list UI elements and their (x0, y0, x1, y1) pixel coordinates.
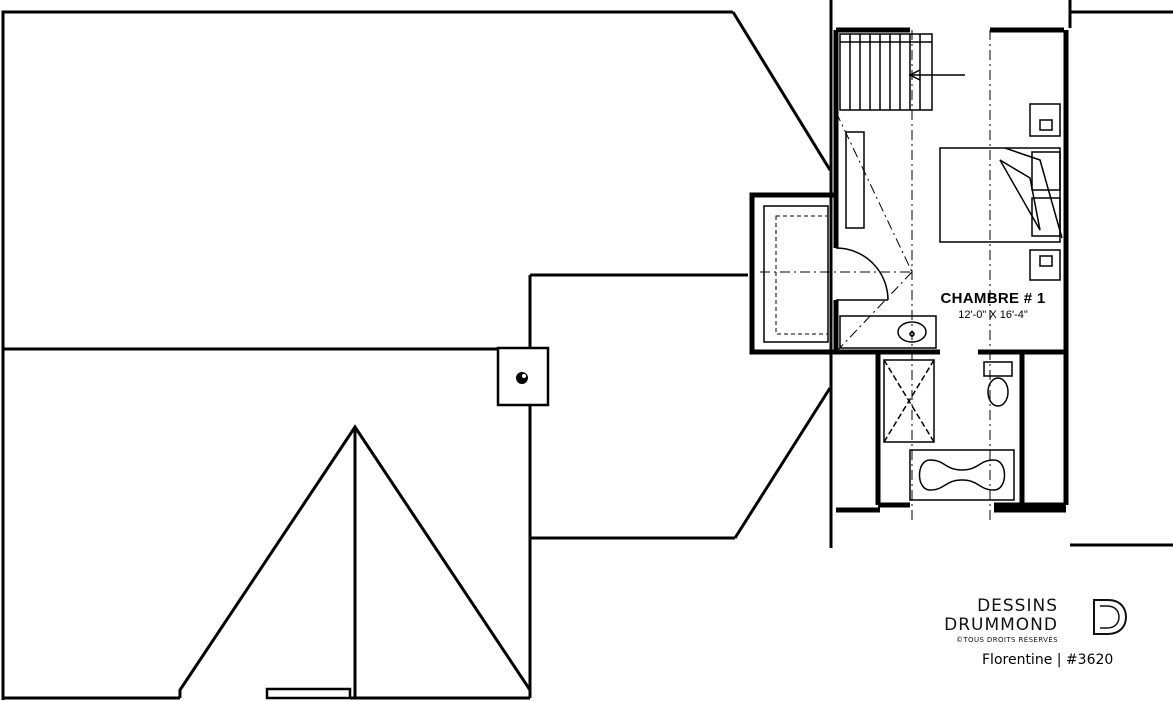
plan-reference: Florentine | #3620 (982, 652, 1114, 668)
brand-copyright: ©TOUS DROITS RÉSERVÉS (955, 636, 1058, 644)
room-label-chambre: CHAMBRE # 1 12'-0" X 16'-4" (908, 290, 1078, 321)
staircase (839, 33, 965, 111)
room-dimensions: 12'-0" X 16'-4" (958, 309, 1028, 321)
bathtub (909, 449, 1015, 501)
door-swing (835, 247, 889, 301)
bed (939, 147, 1063, 243)
roof-gable-triangle (178, 424, 532, 700)
dormer-dashed-lines (760, 30, 991, 520)
toilet (983, 361, 1013, 407)
chimney (496, 346, 550, 407)
shelf (845, 131, 865, 229)
shower (883, 359, 935, 443)
roof-outline-left (1, 10, 748, 700)
brand-line1: DESSINS (977, 596, 1058, 616)
roof-hip-lines (731, 11, 832, 539)
brand-logo-icon (1093, 599, 1128, 635)
night-tables (1029, 103, 1061, 281)
right-wing-outline (829, 0, 1173, 548)
closet (749, 192, 836, 355)
bedroom-walls (833, 27, 1069, 508)
chimney-flue (516, 372, 528, 384)
room-name: CHAMBRE # 1 (940, 290, 1046, 307)
bathroom-vanity (839, 315, 937, 349)
brand-line2: DRUMMOND (944, 615, 1058, 635)
